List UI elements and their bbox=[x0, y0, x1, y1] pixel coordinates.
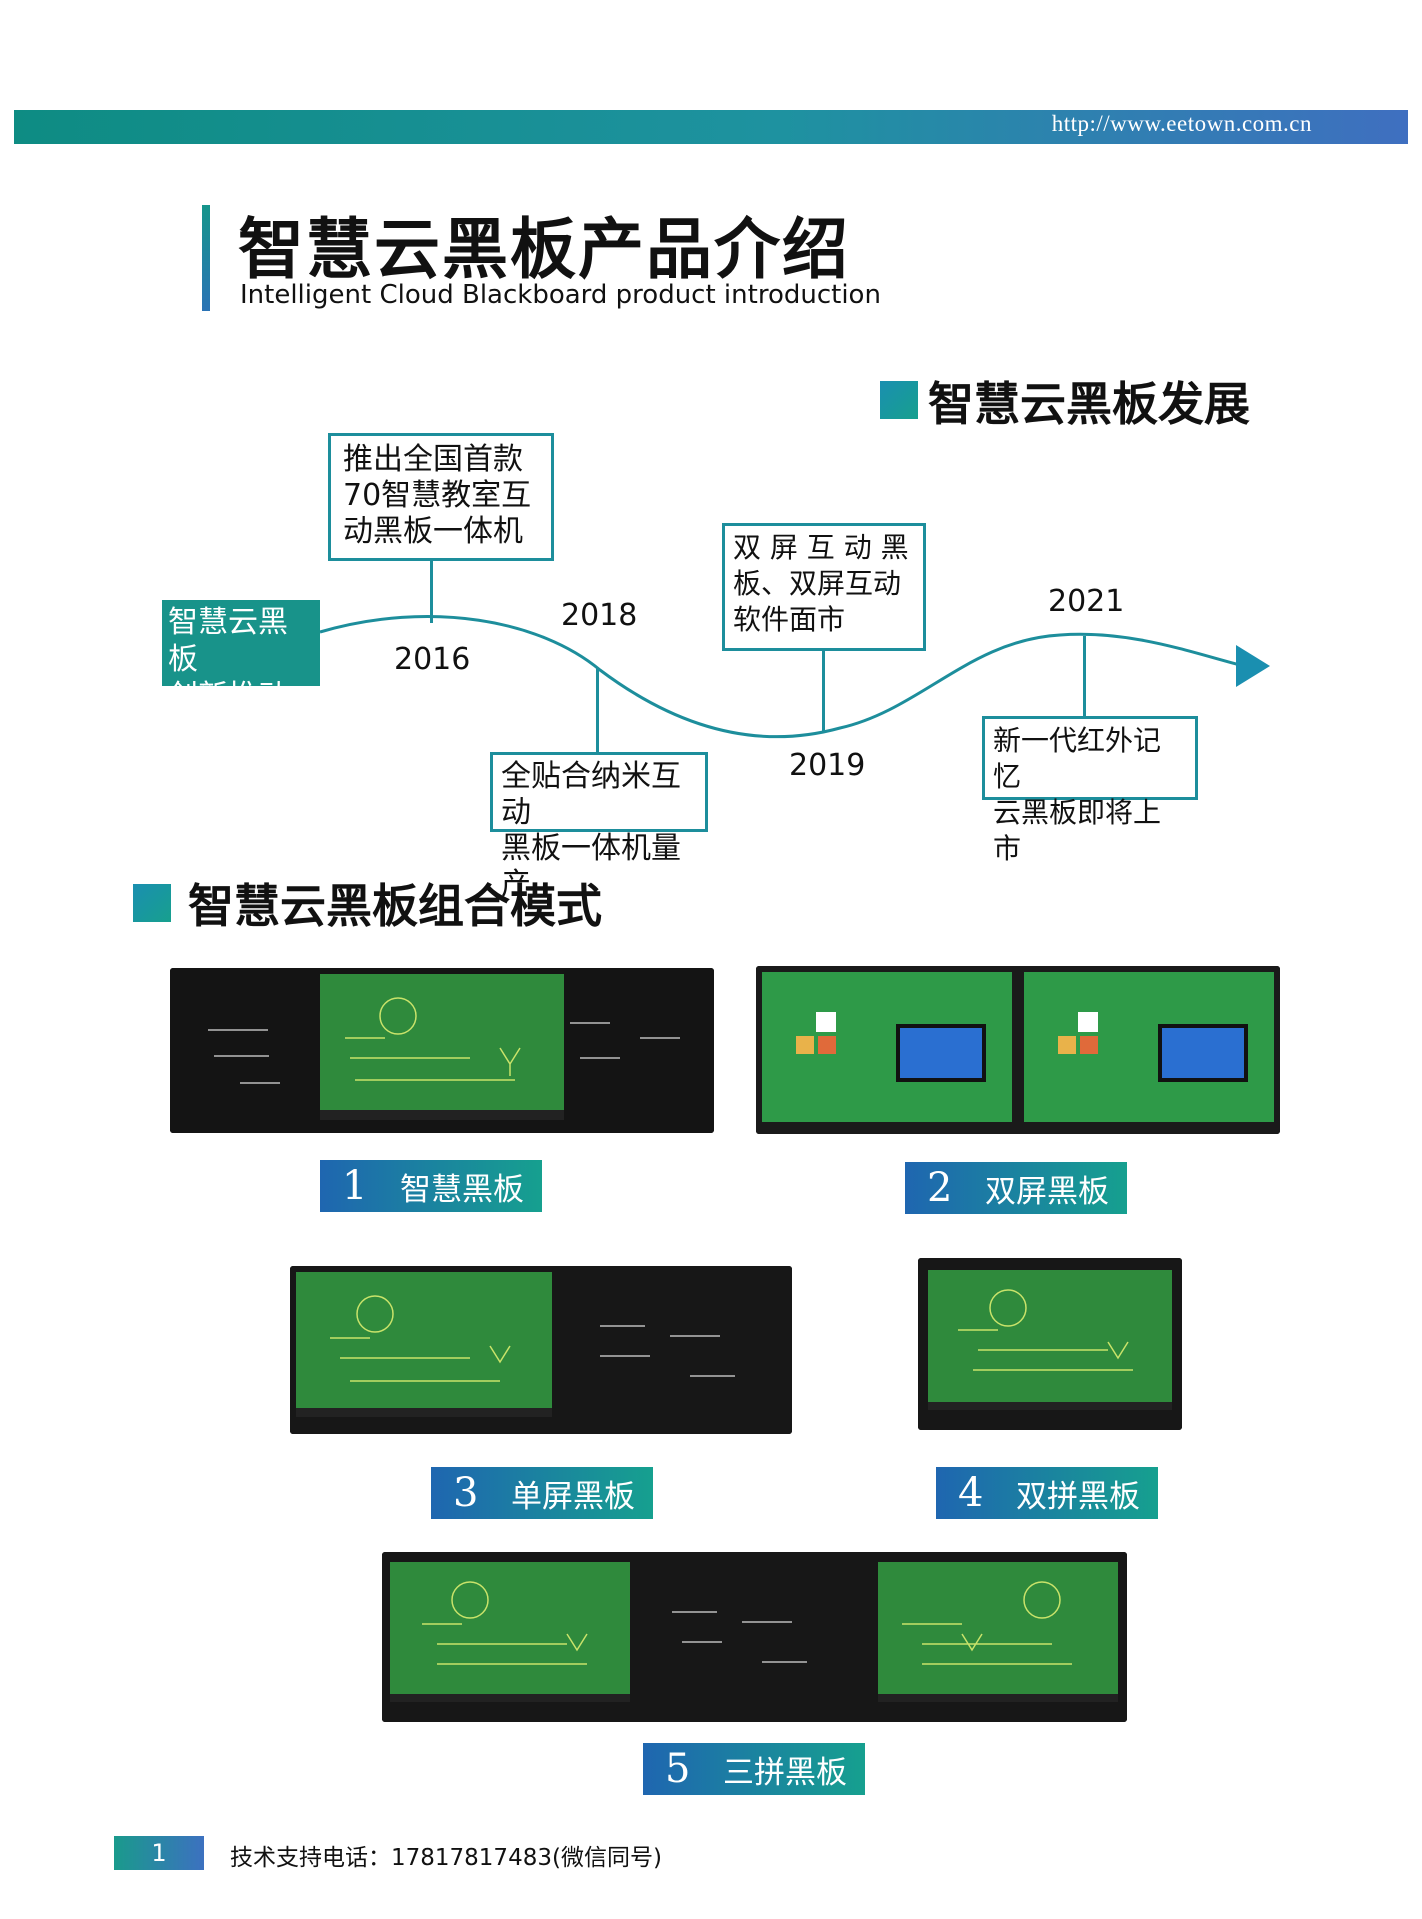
mode-name: 双屏黑板 bbox=[985, 1173, 1109, 1210]
timeline-lead-box: 智慧云黑板 创新推动者 bbox=[162, 600, 320, 751]
page-number: 1 bbox=[114, 1836, 204, 1870]
milestone-text: 板、双屏互动 bbox=[733, 567, 902, 600]
mode-number: 5 bbox=[665, 1746, 691, 1792]
milestone-text: 70智慧教室互 bbox=[343, 478, 532, 513]
milestone-text: 云黑板即将上市 bbox=[993, 796, 1162, 865]
mode-2-label: 2 双屏黑板 bbox=[905, 1162, 1127, 1214]
mode-name: 智慧黑板 bbox=[400, 1171, 524, 1208]
milestone-text: 软件面市 bbox=[733, 603, 846, 636]
mode-name: 单屏黑板 bbox=[511, 1478, 635, 1515]
mode-5-label: 5 三拼黑板 bbox=[643, 1743, 865, 1795]
mode-3-label: 3 单屏黑板 bbox=[431, 1467, 653, 1519]
section-marker-icon bbox=[880, 381, 918, 419]
mode-number: 3 bbox=[453, 1470, 479, 1516]
year-2021: 2021 bbox=[1048, 584, 1125, 619]
milestone-2021-box: 新一代红外记忆 云黑板即将上市 bbox=[982, 716, 1198, 865]
milestone-2016-stem bbox=[430, 561, 433, 623]
support-phone: 技术支持电话：17817817483(微信同号) bbox=[230, 1845, 662, 1871]
milestone-2018-box: 全贴合纳米互动 黑板一体机量产 bbox=[490, 752, 708, 902]
mode-number: 4 bbox=[958, 1470, 984, 1516]
milestone-text: 动黑板一体机 bbox=[343, 514, 523, 549]
year-2018: 2018 bbox=[561, 598, 638, 633]
lead-line-2: 创新推动者 bbox=[168, 679, 288, 751]
mode-1-image bbox=[170, 968, 714, 1133]
milestone-2019-stem bbox=[822, 651, 825, 731]
title-accent-bar bbox=[202, 205, 210, 311]
year-2016: 2016 bbox=[394, 642, 471, 677]
mode-number: 2 bbox=[927, 1165, 953, 1211]
page-title: 智慧云黑板产品介绍 bbox=[238, 210, 850, 288]
milestone-2018-stem bbox=[596, 668, 599, 758]
website-url: http://www.eetown.com.cn bbox=[1051, 111, 1312, 136]
timeline-arrow-icon bbox=[1236, 645, 1270, 687]
mode-number: 1 bbox=[342, 1163, 368, 1209]
section-marker-icon bbox=[133, 884, 171, 922]
mode-3-image bbox=[290, 1266, 792, 1434]
milestone-2021-stem bbox=[1083, 636, 1086, 718]
lead-line-1: 智慧云黑板 bbox=[168, 605, 288, 677]
mode-name: 三拼黑板 bbox=[723, 1754, 847, 1791]
mode-4-image bbox=[918, 1258, 1182, 1430]
milestone-text: 全贴合纳米互动 bbox=[501, 759, 681, 830]
mode-5-image bbox=[382, 1552, 1127, 1722]
milestone-2016-box: 推出全国首款 70智慧教室互 动黑板一体机 bbox=[328, 433, 554, 561]
milestone-text: 双 屏 互 动 黑 bbox=[733, 531, 909, 564]
mode-4-label: 4 双拼黑板 bbox=[936, 1467, 1158, 1519]
milestone-text: 黑板一体机量产 bbox=[501, 831, 681, 902]
year-2019: 2019 bbox=[789, 748, 866, 783]
milestone-2019-box: 双 屏 互 动 黑 板、双屏互动 软件面市 bbox=[722, 523, 926, 651]
mode-name: 双拼黑板 bbox=[1016, 1478, 1140, 1515]
development-heading: 智慧云黑板发展 bbox=[928, 377, 1250, 431]
header-bar bbox=[14, 110, 1408, 144]
page-subtitle: Intelligent Cloud Blackboard product int… bbox=[240, 280, 881, 310]
milestone-text: 新一代红外记忆 bbox=[993, 724, 1162, 793]
milestone-text: 推出全国首款 bbox=[343, 442, 523, 477]
timeline-curve bbox=[319, 615, 1270, 739]
mode-1-label: 1 智慧黑板 bbox=[320, 1160, 542, 1212]
mode-2-image bbox=[756, 966, 1280, 1134]
modes-heading: 智慧云黑板组合模式 bbox=[188, 879, 602, 933]
